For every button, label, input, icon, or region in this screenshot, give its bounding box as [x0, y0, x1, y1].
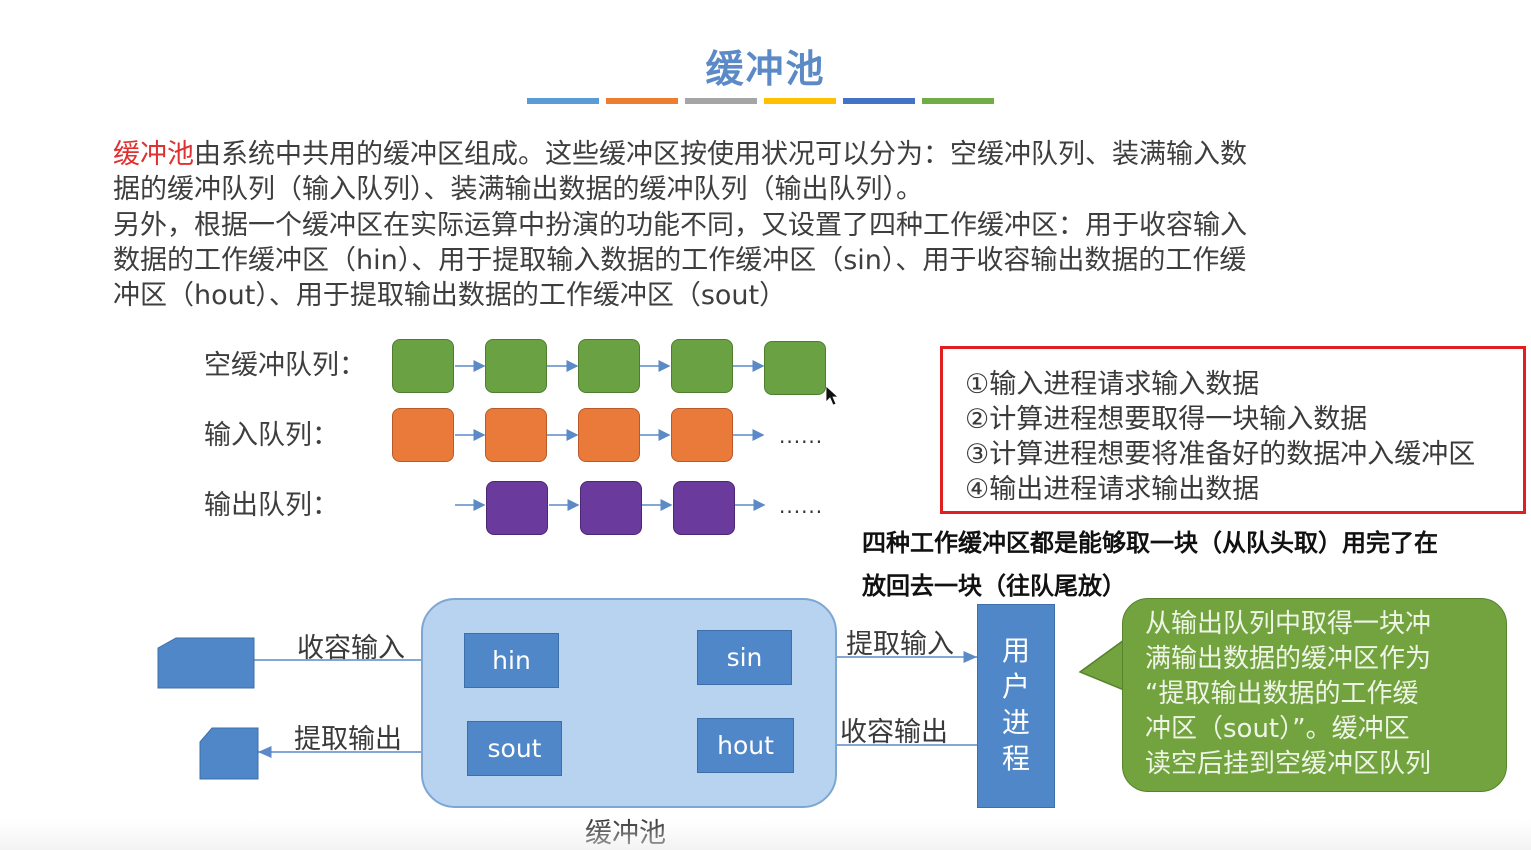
- paragraph-2-line-2: 数据的工作缓冲区（hin）、用于提取输入数据的工作缓冲区（sin）、用于收容输出…: [113, 245, 1247, 276]
- paragraph-2-line-3: 冲区（hout）、用于提取输出数据的工作缓冲区（sout）: [113, 280, 787, 311]
- callout-line-2: 满输出数据的缓冲区作为: [1145, 644, 1432, 674]
- output-buffer-block: [580, 481, 642, 535]
- explanation-callout: 从输出队列中取得一块冲 满输出数据的缓冲区作为 “提取输出数据的工作缓 冲区（s…: [1122, 598, 1507, 792]
- callout-line-5: 读空后挂到空缓冲区队列: [1145, 749, 1432, 779]
- title-underline-segment: [527, 98, 599, 104]
- input-queue-label: 输入队列：: [204, 420, 339, 451]
- paragraph-1-line-1: 缓冲池由系统中共用的缓冲区组成。这些缓冲区按使用状况可以分为：空缓冲队列、装满输…: [113, 137, 1383, 172]
- output-queue-label: 输出队列：: [204, 490, 339, 521]
- output-device-shape: [199, 727, 259, 780]
- extract-output-label: 提取输出: [294, 724, 402, 755]
- empty-buffer-block: [485, 339, 547, 393]
- bottom-shade: [0, 820, 1531, 850]
- callout-line-1: 从输出队列中取得一块冲: [1145, 609, 1432, 639]
- highlight-term: 缓冲池: [113, 139, 194, 170]
- empty-queue-label: 空缓冲队列：: [204, 350, 366, 381]
- hin-buffer: hin: [464, 633, 559, 688]
- paragraph-1: 缓冲池由系统中共用的缓冲区组成。这些缓冲区按使用状况可以分为：空缓冲队列、装满输…: [113, 137, 1383, 207]
- page-title: 缓冲池: [705, 47, 826, 91]
- empty-buffer-block: [671, 339, 733, 393]
- empty-buffer-block: [578, 339, 640, 393]
- mouse-cursor-icon: [825, 385, 840, 406]
- title-underline-segment: [843, 98, 915, 104]
- paragraph-text: 由系统中共用的缓冲区组成。这些缓冲区按使用状况可以分为：空缓冲队列、装满输入数: [194, 139, 1247, 170]
- sin-buffer: sin: [697, 630, 792, 685]
- empty-buffer-block: [392, 339, 454, 393]
- title-underline-segment: [606, 98, 678, 104]
- callout-line-3: “提取输出数据的工作缓: [1145, 679, 1419, 709]
- legend-item-2: ②计算进程想要取得一块输入数据: [965, 404, 1368, 435]
- input-buffer-block: [671, 408, 733, 462]
- extract-input-label: 提取输入: [846, 629, 954, 660]
- input-buffer-block: [578, 408, 640, 462]
- collect-output-label: 收容输出: [840, 717, 948, 748]
- paragraph-2-line-1: 另外，根据一个缓冲区在实际运算中扮演的功能不同，又设置了四种工作缓冲区：用于收容…: [113, 210, 1247, 241]
- callout-line-4: 冲区（sout）”。缓冲区: [1145, 714, 1410, 744]
- input-device-shape: [157, 637, 255, 689]
- callout-pointer: [1078, 638, 1125, 692]
- output-queue-ellipsis: ......: [779, 494, 824, 518]
- output-buffer-block: [673, 481, 735, 535]
- legend-item-4: ④输出进程请求输出数据: [965, 474, 1260, 505]
- paragraph-2: 另外，根据一个缓冲区在实际运算中扮演的功能不同，又设置了四种工作缓冲区：用于收容…: [113, 208, 1383, 313]
- steps-legend-box: ①输入进程请求输入数据 ②计算进程想要取得一块输入数据 ③计算进程想要将准备好的…: [940, 346, 1526, 514]
- user-process-label: 用户进程: [1002, 634, 1031, 775]
- paragraph-1-line-2: 据的缓冲队列（输入队列）、装满输出数据的缓冲队列（输出队列）。: [113, 174, 923, 205]
- input-buffer-block: [485, 408, 547, 462]
- title-underline-segment: [685, 98, 757, 104]
- empty-buffer-block: [764, 341, 826, 395]
- legend-item-3: ③计算进程想要将准备好的数据冲入缓冲区: [965, 439, 1476, 470]
- legend-item-1: ①输入进程请求输入数据: [965, 369, 1260, 400]
- hout-buffer: hout: [697, 718, 794, 773]
- title-underline-segment: [922, 98, 994, 104]
- input-buffer-block: [392, 408, 454, 462]
- sout-buffer: sout: [467, 721, 562, 776]
- user-process-block: 用户进程: [977, 604, 1055, 808]
- note-line-2: 放回去一块（往队尾放）: [862, 572, 1126, 600]
- input-queue-ellipsis: ......: [779, 424, 824, 448]
- title-underline-segment: [764, 98, 836, 104]
- output-buffer-block: [486, 481, 548, 535]
- note-line-1: 四种工作缓冲区都是能够取一块（从队头取）用完了在: [862, 529, 1438, 557]
- collect-input-label: 收容输入: [297, 633, 405, 664]
